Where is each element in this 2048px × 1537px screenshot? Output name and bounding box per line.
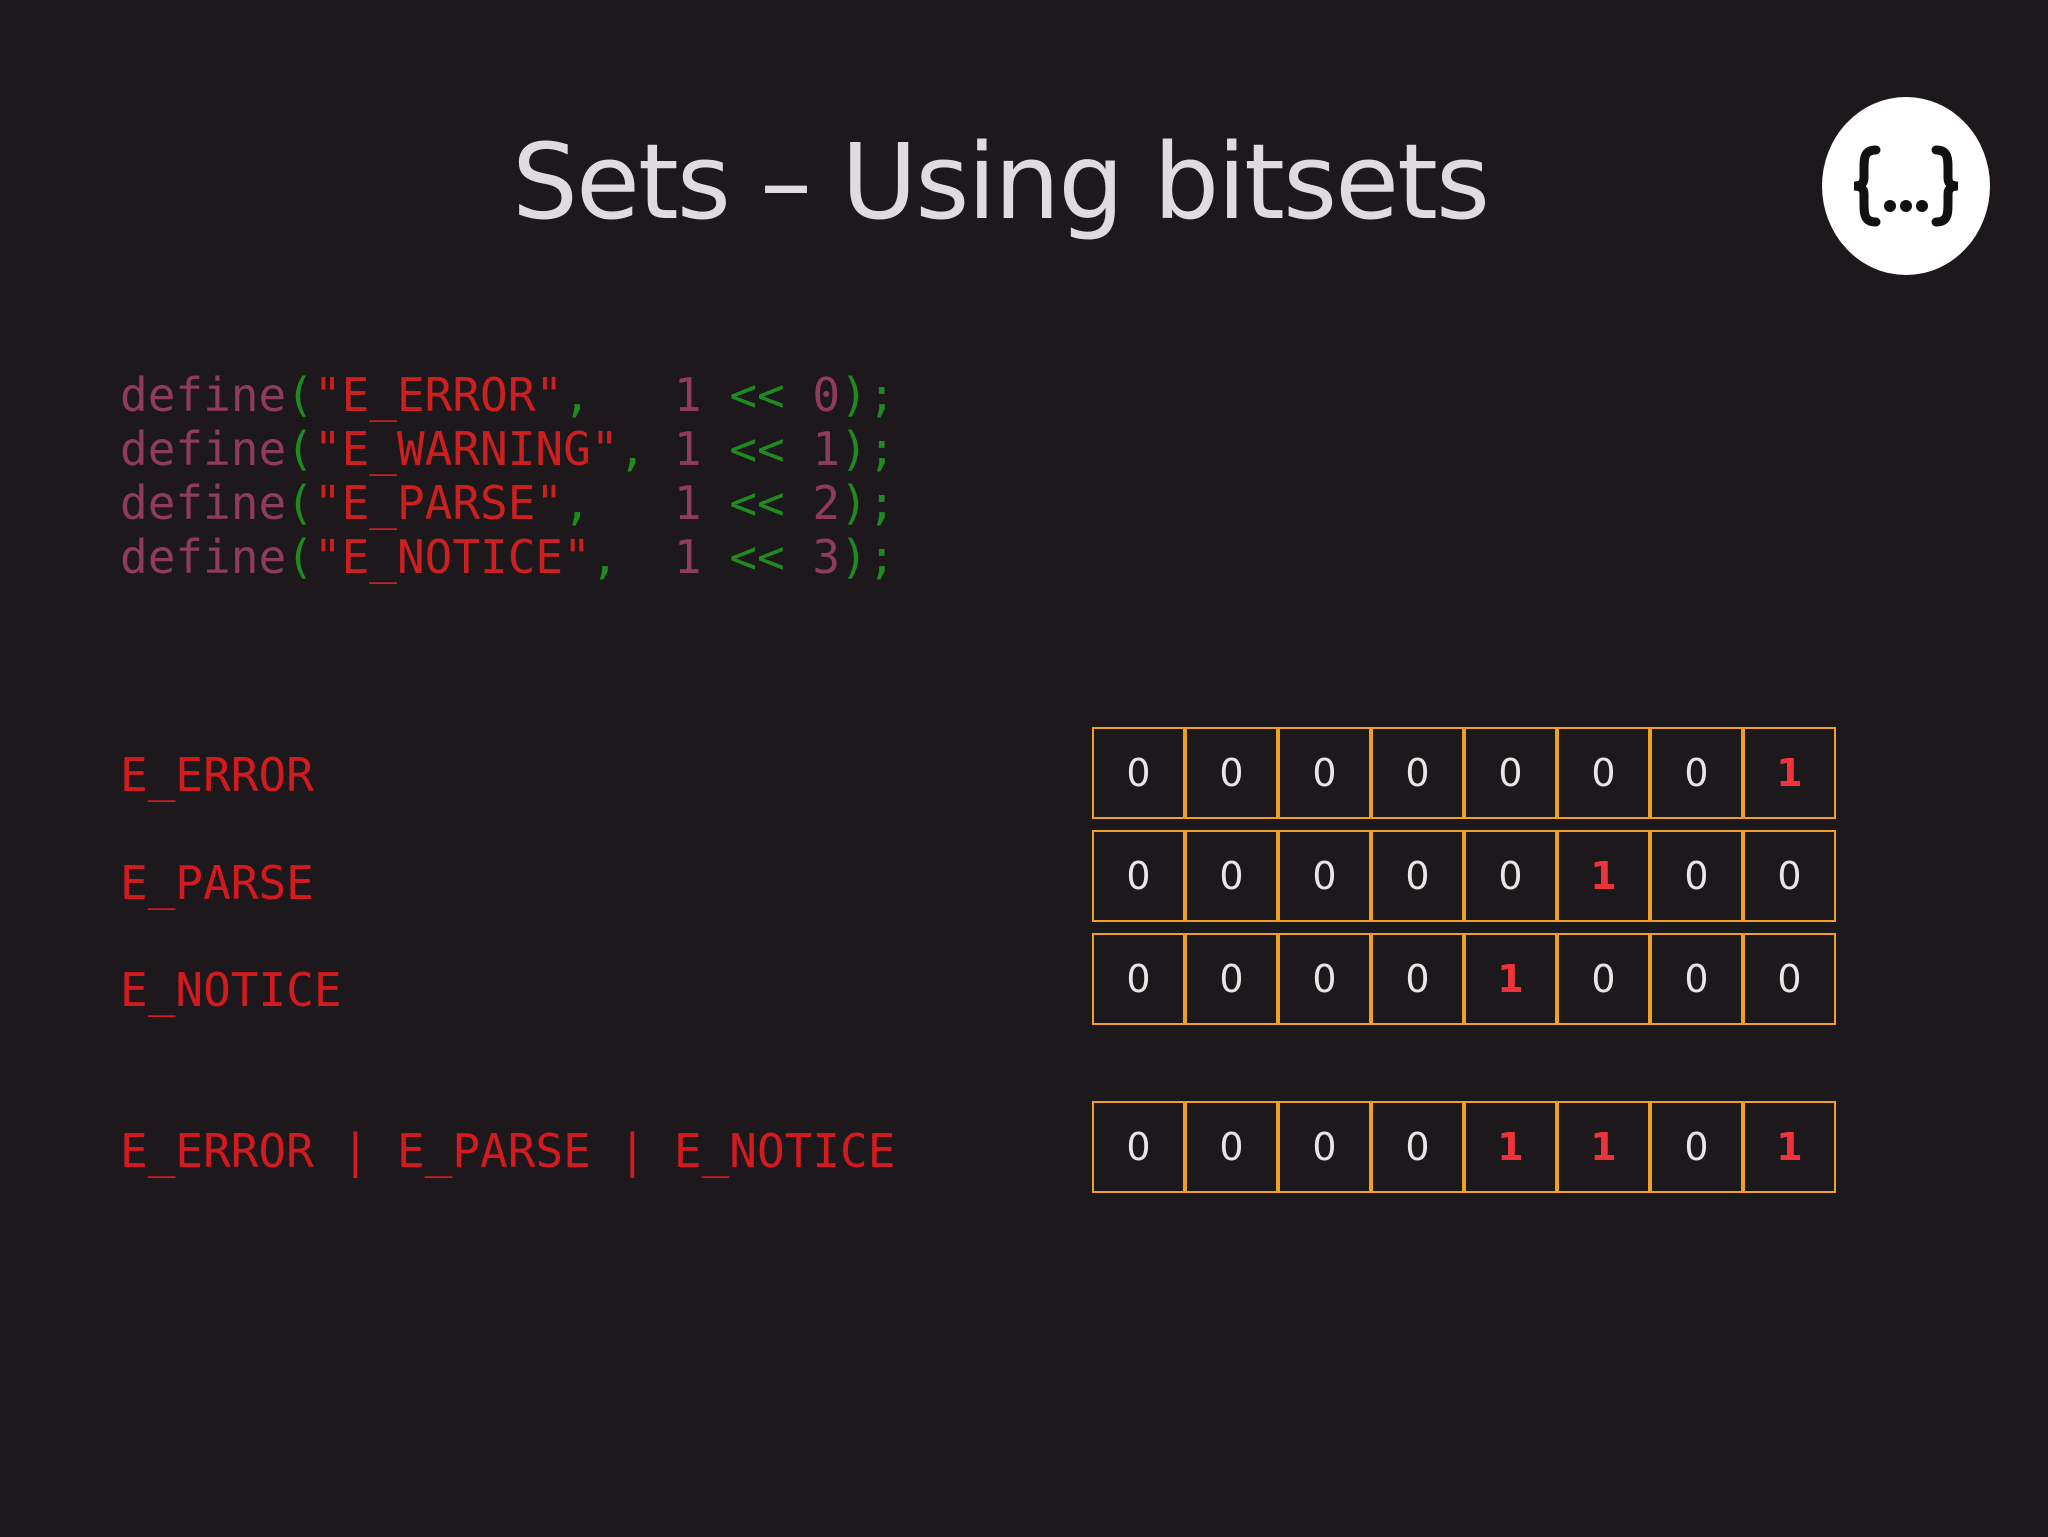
bit-cell: 0 [1650, 933, 1743, 1025]
code-space [702, 530, 730, 584]
code-space [702, 422, 730, 476]
code-token-pad [619, 530, 674, 584]
row-label: E_ERROR | E_PARSE | E_NOTICE [120, 1124, 896, 1178]
code-token-one: 1 [673, 530, 702, 584]
bit-cell: 0 [1464, 830, 1557, 922]
code-block: define("E_ERROR", 1 << 0);define("E_WARN… [120, 368, 896, 584]
bit-cell: 0 [1743, 933, 1836, 1025]
bit-cell: 0 [1092, 933, 1185, 1025]
bit-cell: 0 [1371, 1101, 1464, 1193]
code-token-fn: define [120, 368, 287, 422]
code-space [785, 476, 813, 530]
bit-cell: 0 [1092, 1101, 1185, 1193]
code-token-comma: , [618, 422, 647, 476]
bit-cell: 0 [1278, 727, 1371, 819]
code-token-close: ); [840, 422, 896, 476]
row-label: E_PARSE [120, 856, 314, 910]
row-label: E_NOTICE [120, 963, 342, 1017]
code-token-fn: define [120, 476, 287, 530]
bit-cell: 0 [1185, 830, 1278, 922]
code-space [785, 422, 813, 476]
bit-cell-set: 1 [1557, 830, 1650, 922]
code-token-shift: 2 [812, 476, 841, 530]
code-token-str: "E_PARSE" [313, 476, 564, 530]
bit-cell-set: 1 [1557, 1101, 1650, 1193]
bit-cell: 0 [1650, 830, 1743, 922]
bit-cell: 0 [1278, 933, 1371, 1025]
code-line: define("E_ERROR", 1 << 0); [120, 368, 896, 422]
code-token-comma: , [563, 368, 591, 422]
code-token-open: ( [286, 368, 314, 422]
code-line: define("E_PARSE", 1 << 2); [120, 476, 896, 530]
bit-cell-set: 1 [1464, 1101, 1557, 1193]
code-token-op: << [729, 476, 785, 530]
code-token-op: << [729, 422, 785, 476]
bit-cell: 0 [1464, 727, 1557, 819]
code-token-op: << [729, 368, 785, 422]
bit-cell: 0 [1278, 830, 1371, 922]
bit-cell: 0 [1278, 1101, 1371, 1193]
code-token-shift: 1 [812, 422, 841, 476]
code-token-comma: , [563, 476, 591, 530]
code-token-open: ( [286, 530, 314, 584]
code-line: define("E_WARNING", 1 << 1); [120, 422, 896, 476]
logo-badge [1822, 97, 1990, 275]
code-space [702, 368, 730, 422]
code-token-one: 1 [673, 476, 702, 530]
bit-cell: 0 [1092, 830, 1185, 922]
code-token-shift: 0 [812, 368, 841, 422]
code-token-close: ); [840, 368, 896, 422]
bit-cell: 0 [1092, 727, 1185, 819]
bit-cell: 0 [1650, 727, 1743, 819]
code-token-pad [646, 422, 674, 476]
code-space [785, 530, 813, 584]
code-space [702, 476, 730, 530]
bit-cell: 0 [1371, 830, 1464, 922]
code-token-shift: 3 [812, 530, 841, 584]
code-token-pad [591, 476, 674, 530]
bit-cell: 0 [1650, 1101, 1743, 1193]
bit-cell: 0 [1185, 727, 1278, 819]
code-token-close: ); [840, 530, 896, 584]
bit-cell: 0 [1371, 933, 1464, 1025]
code-token-comma: , [590, 530, 619, 584]
code-token-fn: define [120, 530, 287, 584]
bit-cell: 0 [1557, 933, 1650, 1025]
code-token-one: 1 [673, 422, 702, 476]
bit-cell: 0 [1371, 727, 1464, 819]
slide-title: Sets – Using bitsets [512, 121, 1490, 243]
code-space [785, 368, 813, 422]
bit-cell: 0 [1185, 933, 1278, 1025]
curly-braces-ellipsis-icon [1846, 136, 1966, 236]
code-token-close: ); [840, 476, 896, 530]
bit-cell-set: 1 [1743, 727, 1836, 819]
bit-cell-set: 1 [1464, 933, 1557, 1025]
code-token-one: 1 [673, 368, 702, 422]
code-token-op: << [729, 530, 785, 584]
code-token-pad [591, 368, 674, 422]
bit-cell: 0 [1185, 1101, 1278, 1193]
code-token-str: "E_ERROR" [313, 368, 564, 422]
bit-cell: 0 [1557, 727, 1650, 819]
code-token-str: "E_NOTICE" [313, 530, 591, 584]
code-line: define("E_NOTICE", 1 << 3); [120, 530, 896, 584]
bit-cell: 0 [1743, 830, 1836, 922]
bit-cell-set: 1 [1743, 1101, 1836, 1193]
code-token-str: "E_WARNING" [313, 422, 619, 476]
row-label: E_ERROR [120, 748, 314, 802]
code-token-open: ( [286, 422, 314, 476]
code-token-open: ( [286, 476, 314, 530]
code-token-fn: define [120, 422, 287, 476]
